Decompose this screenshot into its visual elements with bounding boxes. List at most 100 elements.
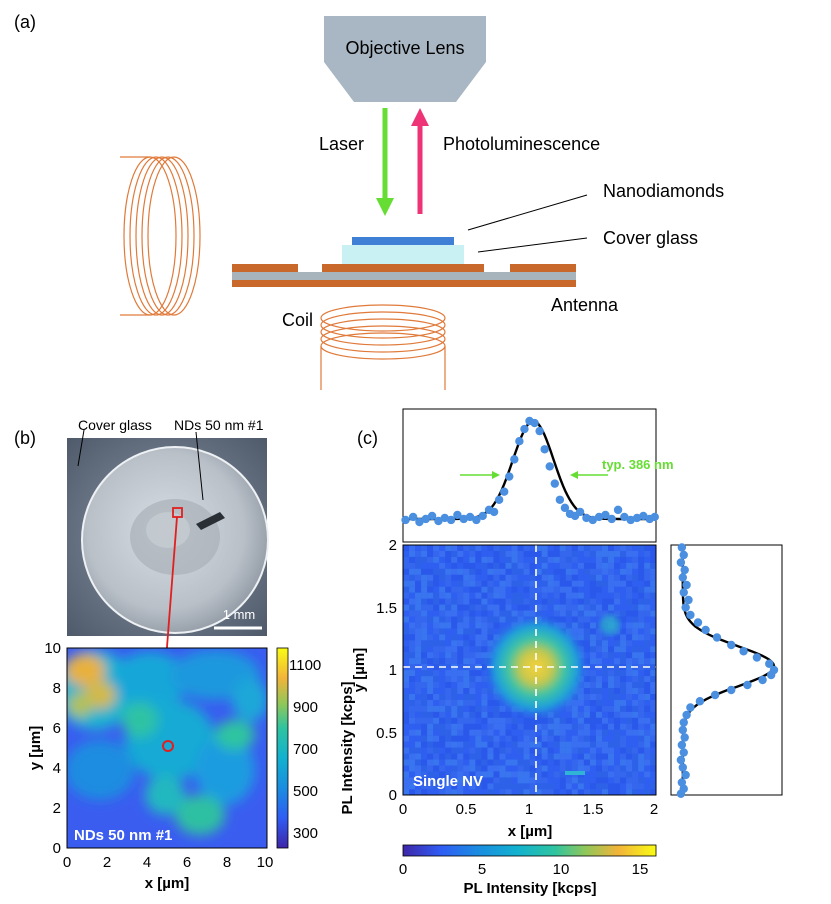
- heatmap-c-cell: [469, 676, 476, 683]
- heatmap-c-cell: [523, 753, 530, 760]
- heatmap-c-cell: [626, 694, 633, 700]
- heatmap-c-cell: [505, 711, 512, 718]
- heatmap-c-cell: [457, 694, 464, 700]
- heatmap-c-cell: [511, 789, 518, 795]
- heatmap-c-cell: [541, 580, 548, 587]
- heatmap-c-cell: [469, 699, 476, 706]
- heatmap-c-cell: [632, 735, 639, 742]
- heatmap-c-cell: [421, 592, 428, 599]
- heatmap-c-cell: [595, 753, 603, 760]
- heatmap-c-cell: [505, 789, 512, 795]
- heatmap-c-cell: [493, 622, 500, 629]
- heatmap-c-cell: [638, 753, 645, 760]
- heatmap-c-cell: [626, 550, 633, 557]
- heatmap-c-cell: [589, 664, 597, 671]
- heatmap-c-cell: [523, 610, 530, 617]
- heatmap-c-cell: [469, 741, 476, 748]
- top-profile-point: [540, 445, 549, 454]
- heatmap-c-cell: [415, 747, 422, 754]
- heatmap-c-cell: [403, 711, 410, 718]
- heatmap-c-cell: [439, 598, 446, 605]
- heatmap-c-cell: [517, 592, 524, 599]
- heatmap-c-cell: [608, 586, 615, 593]
- heatmap-c-cell: [511, 771, 518, 778]
- heatmap-c-cell: [469, 652, 476, 659]
- heatmap-c-cell: [451, 723, 458, 730]
- heatmap-c-cell: [409, 634, 416, 641]
- heatmap-c-cell: [601, 735, 609, 742]
- heatmap-c-cell: [632, 574, 639, 581]
- heatmap-c-cell: [421, 628, 428, 635]
- heatmap-c-cell: [511, 616, 518, 623]
- heatmap-c-cell: [583, 711, 590, 718]
- heatmap-c-cell: [421, 717, 428, 724]
- top-profile-points: [401, 416, 659, 527]
- heatmap-c-cell: [614, 759, 621, 766]
- colorbar-b-label: PL Intensity [kcps]: [339, 681, 356, 814]
- heatmap-c-cell: [409, 616, 416, 623]
- heatmap-c-cell: [571, 723, 578, 730]
- heatmap-c-cell: [457, 634, 464, 641]
- heatmap-c-cell: [409, 711, 416, 718]
- heatmap-c-cell: [583, 717, 590, 724]
- heatmap-c-cell: [638, 694, 645, 700]
- heatmap-c-cell: [445, 545, 452, 551]
- panel-b-label: (b): [14, 428, 36, 448]
- heatmap-c-cell: [511, 586, 518, 593]
- colorbar-c-label: PL Intensity [kcps]: [463, 880, 596, 897]
- heatmap-c-cell: [487, 783, 494, 790]
- heatmap-c-cell: [595, 783, 603, 790]
- heatmap-c-cell: [463, 568, 470, 575]
- heatmap-c-label: Single NV: [413, 773, 483, 790]
- heatmap-c-cell: [463, 729, 470, 736]
- heatmap-c-cell: [571, 568, 578, 575]
- heatmap-c-cell: [469, 592, 476, 599]
- heatmap-c-cell: [559, 753, 566, 760]
- heatmap-c-cell: [523, 759, 530, 766]
- heatmap-c-cell: [620, 705, 627, 712]
- right-profile-point: [739, 647, 748, 656]
- heatmap-c-cell: [535, 604, 542, 611]
- heatmap-c-cell: [481, 634, 488, 641]
- heatmap-c-cell: [638, 670, 645, 677]
- heatmap-c-cell: [475, 550, 482, 557]
- laser-label: Laser: [319, 134, 364, 154]
- heatmap-c-cell: [583, 747, 590, 754]
- heatmap-c-cell: [650, 574, 656, 581]
- heatmap-c-cell: [403, 628, 410, 635]
- top-profile-point: [415, 517, 424, 527]
- heatmap-c-cell: [547, 747, 554, 754]
- heatmap-c-cell: [403, 777, 410, 784]
- heatmap-c-cell: [589, 777, 597, 784]
- heatmap-c-cell: [409, 723, 416, 730]
- heatmap-c-cell: [589, 688, 597, 695]
- laser-arrow-head: [376, 198, 394, 216]
- heatmap-c-cell: [529, 592, 536, 599]
- heatmap-c-cell: [511, 604, 518, 611]
- heatmap-c-cell: [505, 759, 512, 766]
- heatmap-c-cell: [433, 682, 440, 689]
- heatmap-c-cell: [445, 729, 452, 736]
- heatmap-c-cell: [457, 622, 464, 629]
- heatmap-c-cell: [445, 759, 452, 766]
- heatmap-c-cell: [475, 711, 482, 718]
- heatmap-c-cell: [403, 610, 410, 617]
- heatmap-c-cell: [439, 616, 446, 623]
- heatmap-c-cell: [620, 646, 627, 653]
- right-profile-point: [695, 697, 705, 706]
- top-profile-point: [401, 515, 410, 525]
- cover-glass-photo-label: Cover glass: [78, 417, 152, 433]
- heatmap-c-cell: [589, 634, 597, 641]
- heatmap-c-cell: [445, 610, 452, 617]
- heatmap-c-cell: [541, 562, 548, 569]
- heatmap-c-cell: [427, 586, 434, 593]
- heatmap-c-cell: [571, 592, 578, 599]
- heatmap-c-cell: [638, 664, 645, 671]
- heatmap-c-cell: [409, 699, 416, 706]
- antenna-label: Antenna: [551, 295, 619, 315]
- right-profile-frame: [670, 544, 783, 796]
- heatmap-c-cell: [511, 777, 518, 784]
- heatmap-c-cell: [517, 771, 524, 778]
- heatmap-c-cell: [403, 753, 410, 760]
